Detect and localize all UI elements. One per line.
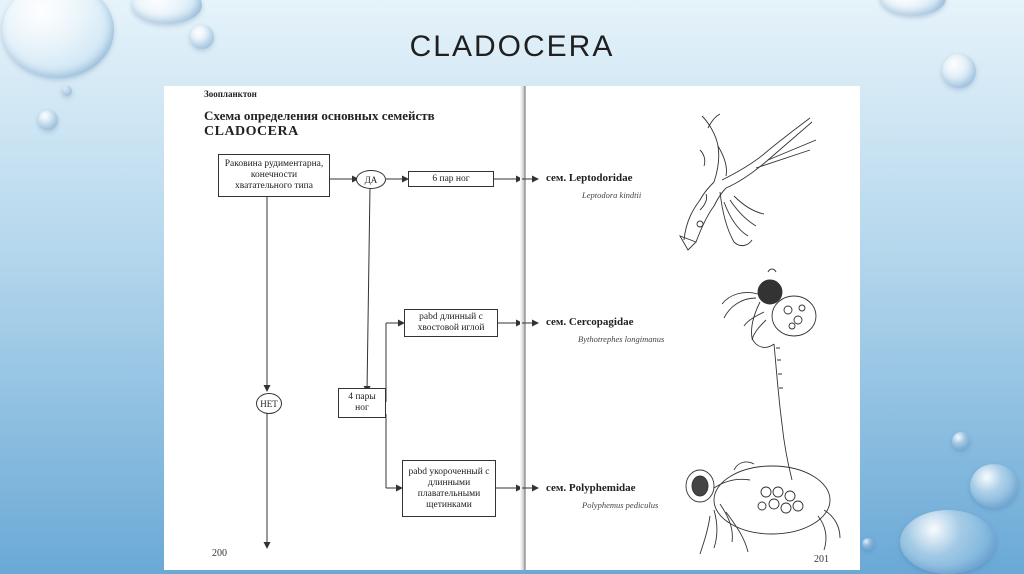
water-drop-icon [2, 0, 114, 78]
book-spine [520, 86, 528, 570]
water-drop-icon [862, 538, 874, 550]
species-label-polyphemus: Polyphemus pediculus [582, 500, 659, 510]
bythotrephes-illustration [721, 268, 817, 481]
page-number-right: 201 [814, 554, 829, 565]
water-drop-icon [190, 25, 214, 49]
page-header: Зоопланктон [204, 89, 257, 99]
species-label-bythotrephes: Bythotrephes longimanus [578, 334, 665, 344]
shell-rudimentary-box: Раковина рудиментарна, конечности хватат… [218, 154, 330, 197]
slide-title: CLADOCERA [409, 30, 615, 63]
book-page-right: сем. Leptodoridae Leptodora kindtii сем.… [526, 86, 860, 570]
family-label-leptodoridae: сем. Leptodoridae [546, 172, 633, 184]
six-legs-box: 6 пар ног [408, 171, 494, 187]
water-drop-icon [952, 432, 970, 450]
polyphemus-illustration [685, 461, 841, 555]
scheme-title: Схема определения основных семейств [204, 108, 435, 123]
book-page-left: Зоопланктон Схема определения основных с… [164, 86, 524, 570]
species-label-leptodora: Leptodora kindtii [582, 190, 642, 200]
yes-decision: ДА [356, 170, 386, 189]
pabd-short-box: pabd укороченный с длинными плавательным… [402, 460, 496, 517]
family-arrows [522, 175, 539, 492]
page-number-left: 200 [212, 548, 227, 559]
leptodora-illustration [678, 113, 817, 251]
pabd-long-box: pabd длинный с хвостовой иглой [404, 309, 498, 337]
water-drop-icon [942, 54, 976, 88]
four-legs-box: 4 пары ног [338, 388, 386, 418]
scheme-title-taxon: CLADOCERA [204, 124, 299, 139]
water-drop-icon [38, 110, 58, 130]
water-drop-icon [62, 86, 72, 96]
water-drop-icon [880, 0, 946, 16]
family-label-polyphemidae: сем. Polyphemidae [546, 482, 636, 494]
water-drop-icon [900, 510, 996, 574]
family-label-cercopagidae: сем. Cercopagidae [546, 316, 634, 328]
flowchart-connectors [263, 175, 523, 549]
water-drop-icon [970, 464, 1018, 508]
no-decision: НЕТ [256, 393, 282, 414]
